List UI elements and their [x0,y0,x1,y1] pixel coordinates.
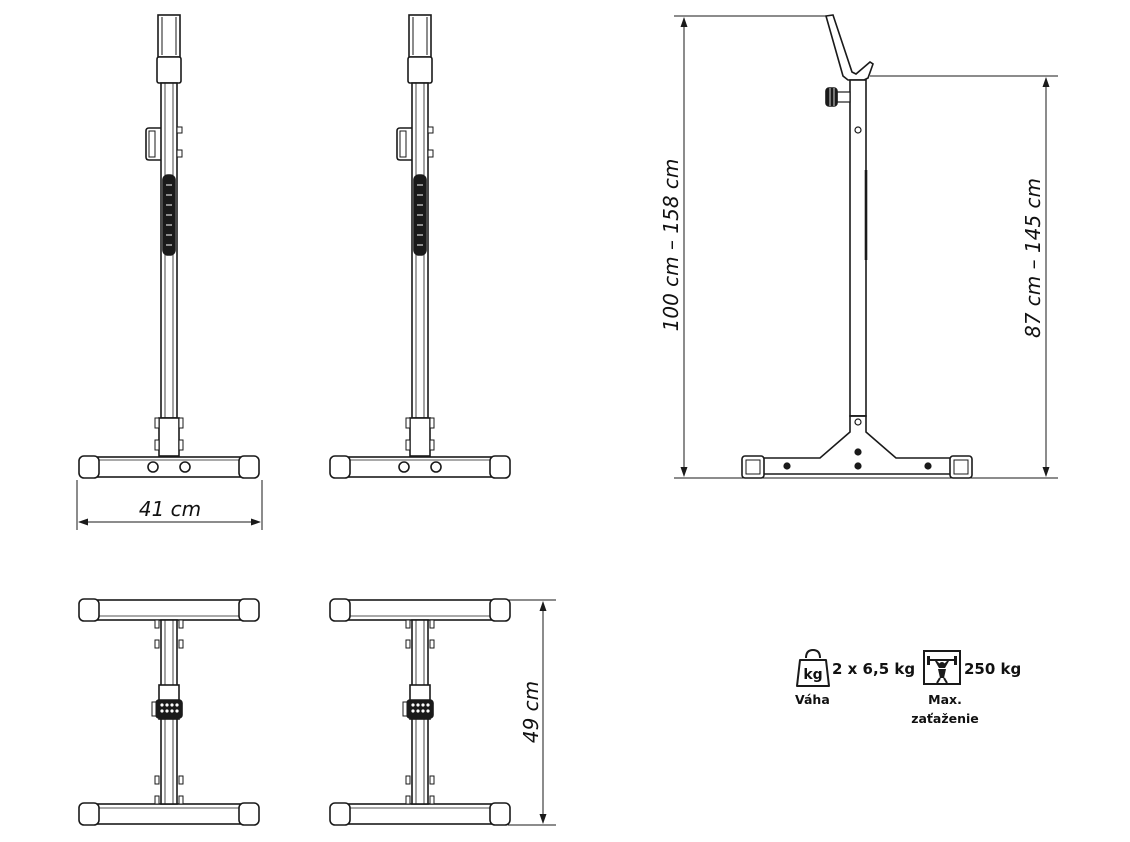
top-view-left [78,598,260,826]
front-view-right [329,14,511,479]
top-view-right [329,598,511,826]
support-height-dimension: 87 cm – 145 cm [870,75,1058,477]
load-caption-line1: Max. [928,692,962,707]
side-view [741,14,973,479]
width-label: 41 cm [139,497,201,521]
weightlifter-max-load-icon [923,650,961,685]
support-height-label: 87 cm – 145 cm [1021,178,1045,338]
total-height-label: 100 cm – 158 cm [659,159,683,332]
front-view-left [78,14,260,479]
weight-caption: Váha [795,692,830,707]
weight-value: 2 x 6,5 kg [832,660,915,678]
load-value: 250 kg [964,660,1021,678]
total-height-dimension: 100 cm – 158 cm [659,15,1058,479]
depth-label: 49 cm [519,681,543,743]
weight-icon-label: kg [803,667,822,683]
width-dimension: 41 cm [76,480,263,530]
load-caption-line2: zaťaženie [911,711,979,726]
spec-weight: kg 2 x 6,5 kg Váha [795,648,915,707]
kettlebell-weight-icon: kg [796,648,830,687]
spec-load: 250 kg Max. zaťaženie [911,650,1021,726]
depth-dimension: 49 cm [508,599,556,826]
